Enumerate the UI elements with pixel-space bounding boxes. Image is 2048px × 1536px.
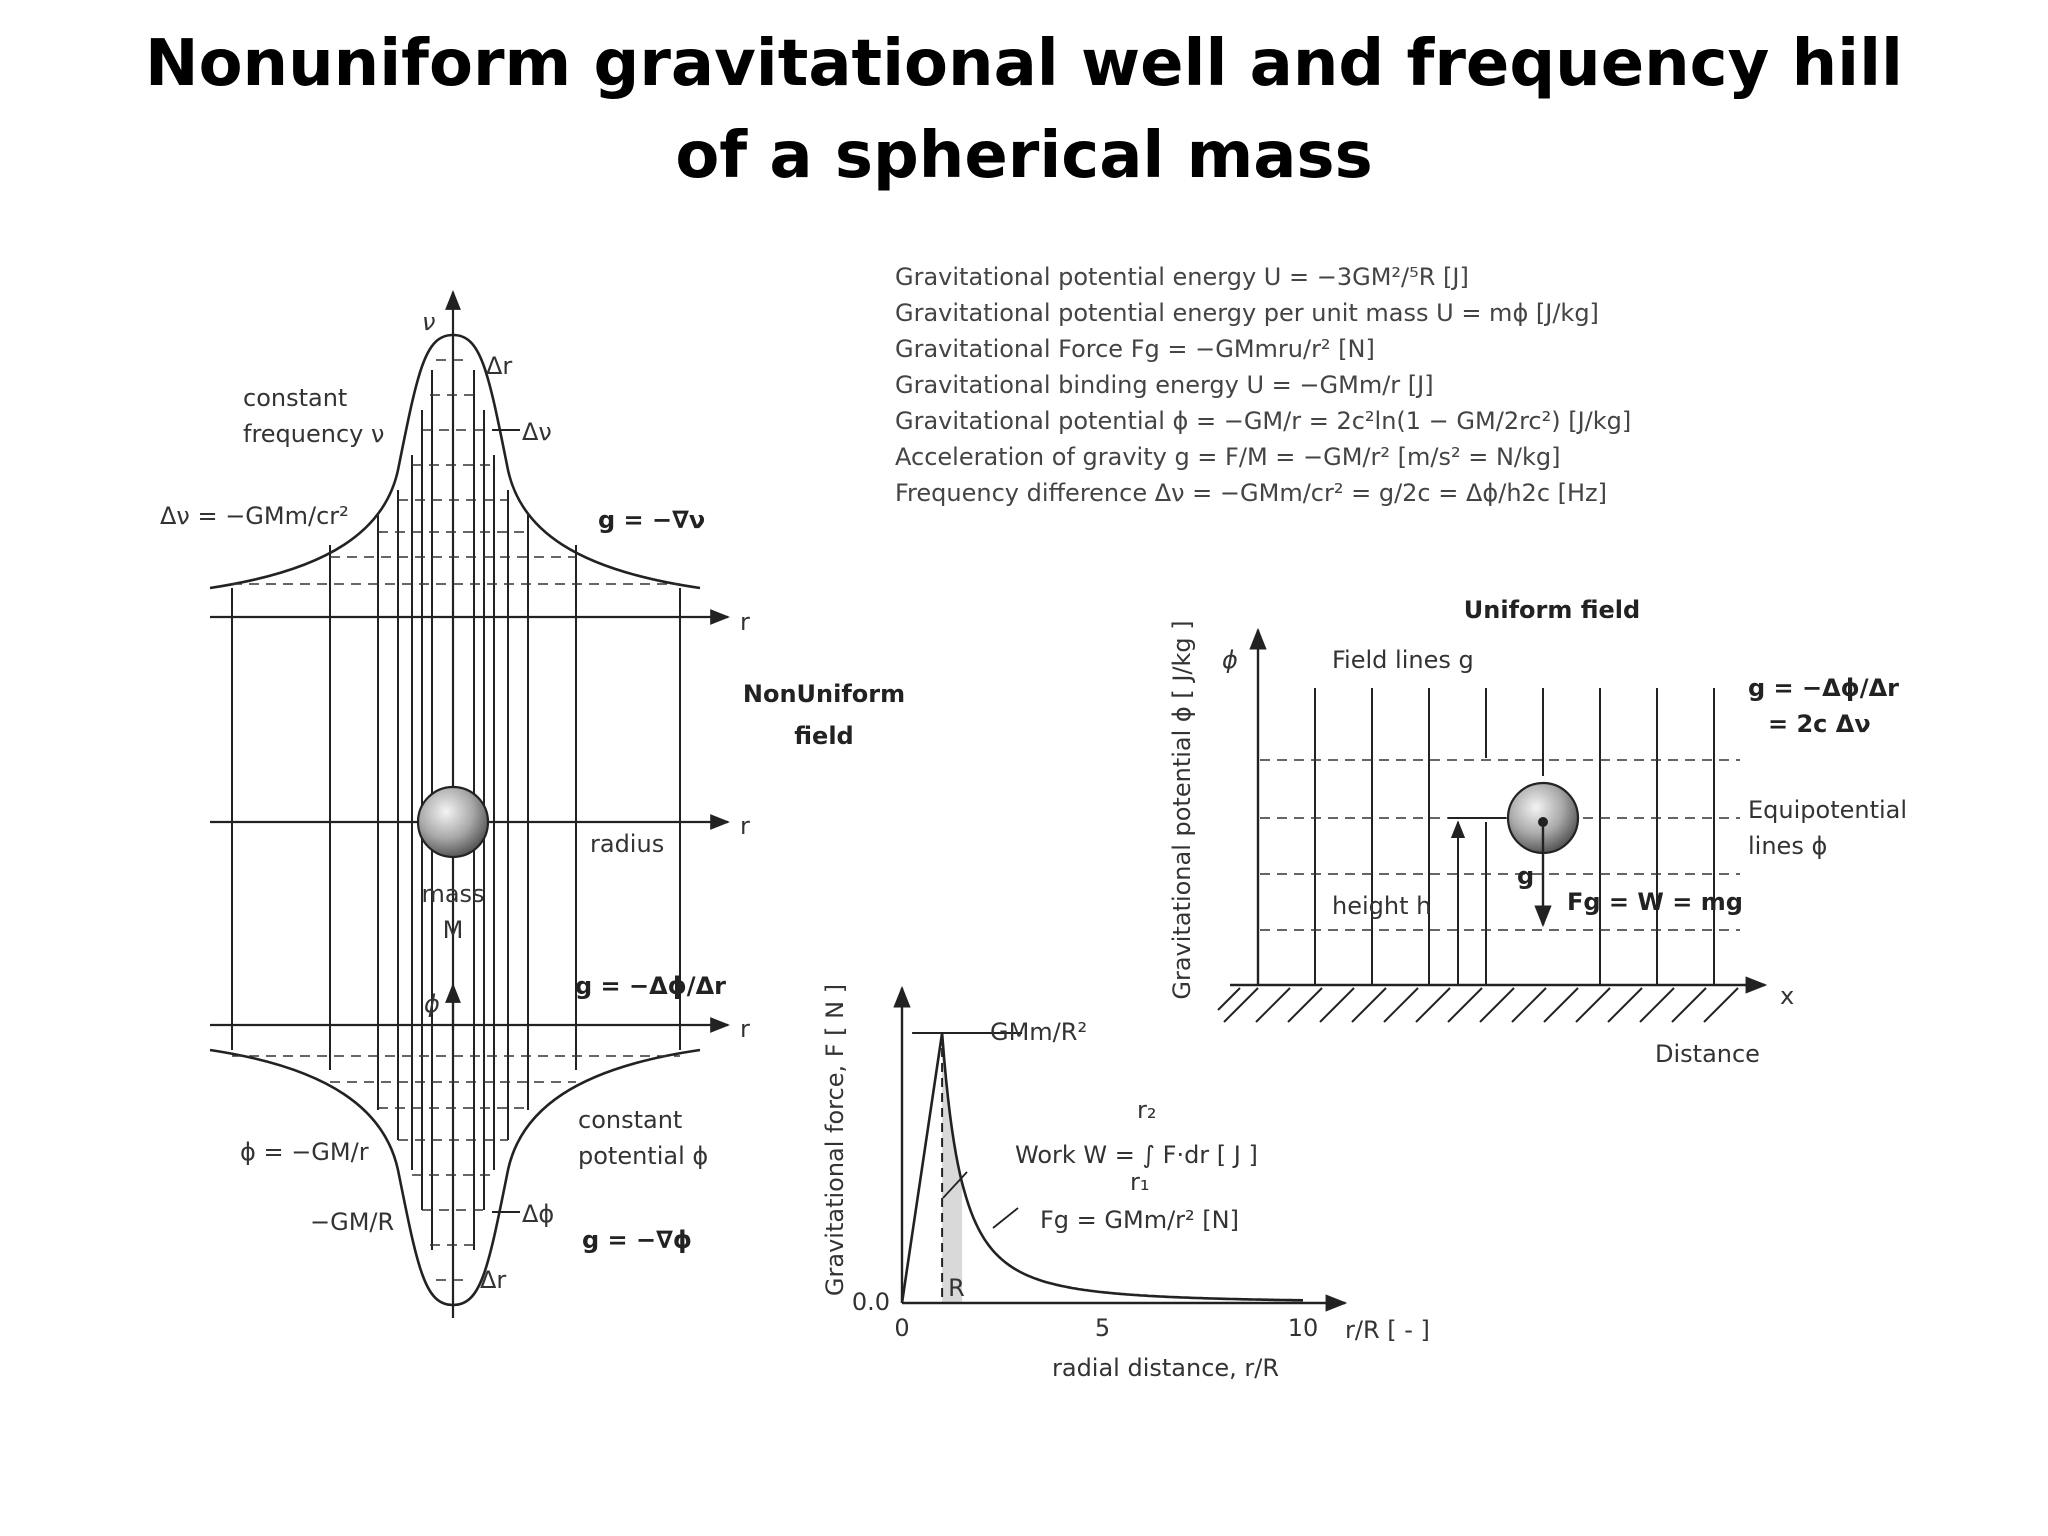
eq-acceleration: Acceleration of gravity g = F/M = −GM/r²… [895, 443, 1560, 471]
equations-block: Gravitational potential energy U = −3GM²… [895, 263, 1631, 507]
dr-bot-label: Δr [480, 1266, 506, 1294]
frequency-hill-curve [209, 333, 701, 590]
uniform-ylabel: Gravitational potential ϕ [ J/kg ] [1168, 620, 1196, 999]
uniform-phi-axis: ϕ [1222, 646, 1238, 674]
uniform-g-eq-1: g = −Δϕ/Δr [1748, 674, 1899, 702]
eq-binding-energy: Gravitational binding energy U = −GMm/r … [895, 371, 1434, 399]
force-x-tick-10: 10 [1288, 1314, 1319, 1342]
mass-sphere [416, 785, 490, 859]
const-freq-label-1: constant [243, 384, 347, 412]
const-pot-label-1: constant [578, 1106, 682, 1134]
well-dashed-lines [232, 1055, 680, 1281]
force-xlabel: radial distance, r/R [1052, 1354, 1279, 1382]
phi-axis-label: ϕ [424, 990, 440, 1018]
work-pointer [942, 1171, 968, 1199]
title-line-2: of a spherical mass [675, 119, 1373, 193]
eq-grav-potential: Gravitational potential ϕ = −GM/r = 2c²l… [895, 407, 1631, 435]
height-label: height h [1332, 892, 1431, 920]
gravity-well-curve [209, 1048, 701, 1307]
nu-axis-label: ν [422, 308, 435, 336]
uniform-g-eq-2: = 2c Δν [1768, 710, 1871, 738]
nonuniform-field-label-1: NonUniform [743, 680, 905, 708]
equipotential-label-2: lines ϕ [1748, 832, 1827, 860]
r-bot-label: r [740, 1015, 750, 1043]
work-label: Work W = ∫ F·dr [ J ] [1015, 1141, 1258, 1169]
gm-r-label: −GM/R [310, 1208, 394, 1236]
hill-dashed-lines [232, 359, 680, 585]
uniform-diagram: Uniform field Gravitational potential ϕ … [1168, 596, 1907, 1068]
g-grad-phi-label: g = −∇ϕ [582, 1226, 692, 1254]
force-curve-fg [900, 1032, 1303, 1304]
nonuniform-field-label-2: field [794, 722, 853, 750]
dphi-label: Δϕ [522, 1200, 554, 1228]
r-mid-label: r [740, 812, 750, 840]
g-dphi-label: g = −Δϕ/Δr [575, 972, 726, 1000]
mass-label-1: mass [421, 880, 484, 908]
g-grad-nu-label: g = −∇ν [598, 506, 705, 534]
force-x-unit: r/R [ - ] [1345, 1316, 1430, 1344]
uniform-title: Uniform field [1464, 596, 1640, 624]
const-freq-label-2: frequency ν [243, 420, 384, 448]
force-y0-label: 0.0 [852, 1288, 890, 1316]
dr-top-label: Δr [486, 352, 512, 380]
eq-grav-force: Gravitational Force Fg = −GMmru/r² [N] [895, 335, 1375, 363]
eq-potential-energy: Gravitational potential energy U = −3GM²… [895, 263, 1469, 291]
radius-label: radius [590, 830, 664, 858]
eq-energy-per-mass: Gravitational potential energy per unit … [895, 299, 1599, 327]
phi-formula: ϕ = −GM/r [240, 1138, 369, 1166]
dnu-label: Δν [522, 418, 552, 446]
r-marker-label: R [948, 1274, 965, 1302]
r1-label: r₁ [1130, 1168, 1150, 1196]
fg-pointer [992, 1207, 1019, 1229]
force-x-tick-0: 0 [894, 1314, 909, 1342]
uniform-field-lines [1314, 688, 1715, 985]
force-plot: Gravitational force, F [ N ] 0.0 0 5 10 … [821, 984, 1430, 1382]
field-lines-label: Field lines g [1332, 646, 1474, 674]
x-axis-label: x [1780, 982, 1794, 1010]
mass-label-2: M [443, 916, 464, 944]
fg-weight-label: Fg = W = mg [1567, 888, 1743, 916]
uniform-g-label: g [1517, 862, 1534, 890]
title-line-1: Nonuniform gravitational well and freque… [145, 27, 1903, 101]
equipotential-label-1: Equipotential [1748, 796, 1907, 824]
dnu-formula: Δν = −GMm/cr² [160, 502, 349, 530]
force-x-tick-5: 5 [1095, 1314, 1110, 1342]
r-top-label: r [740, 608, 750, 636]
fg-curve-label: Fg = GMm/r² [N] [1040, 1206, 1239, 1234]
ground-hatch [1217, 987, 1739, 1023]
eq-frequency-diff: Frequency difference Δν = −GMm/cr² = g/2… [895, 479, 1607, 507]
nonuniform-diagram: ν Δr Δν constant frequency ν Δν = −GMm/c… [160, 290, 905, 1318]
force-ylabel: Gravitational force, F [ N ] [821, 984, 849, 1296]
const-pot-label-2: potential ϕ [578, 1142, 708, 1170]
r2-label: r₂ [1137, 1096, 1157, 1124]
peak-label: GMm/R² [990, 1018, 1087, 1046]
slide-title: Nonuniform gravitational well and freque… [0, 18, 2048, 202]
distance-label: Distance [1655, 1040, 1760, 1068]
